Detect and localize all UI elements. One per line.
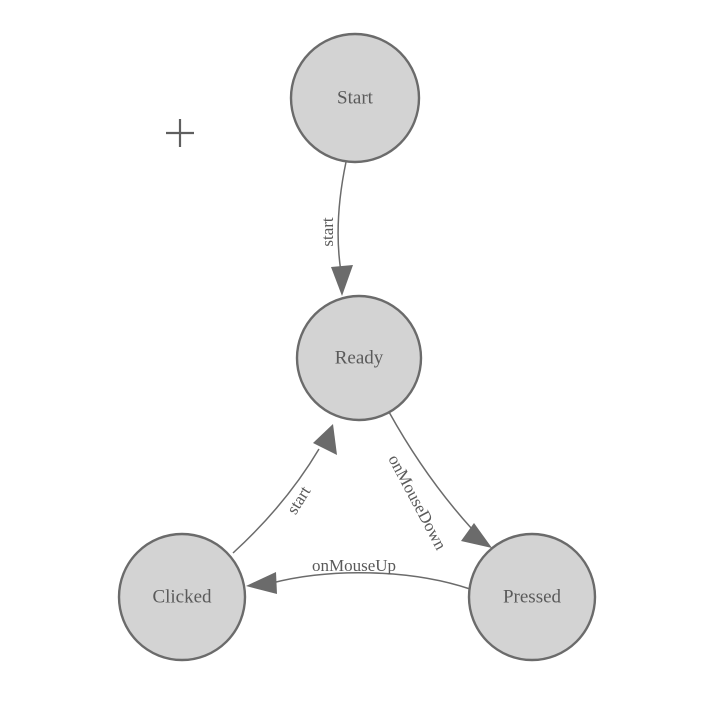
- edge-clicked-to-ready-arrowhead: [313, 424, 337, 455]
- node-pressed-circle[interactable]: [467, 532, 597, 662]
- node-clicked[interactable]: Clicked: [117, 532, 247, 662]
- edge-clicked-to-ready-path: [232, 448, 320, 554]
- edge-ready-to-pressed-arrowhead: [461, 523, 492, 548]
- edge-clicked-to-ready[interactable]: start: [232, 424, 337, 554]
- edge-start-to-ready-arrowhead: [331, 265, 353, 296]
- edge-pressed-to-clicked-arrowhead: [246, 572, 277, 594]
- node-pressed-label: Pressed: [503, 586, 562, 607]
- node-ready[interactable]: Ready: [295, 294, 423, 422]
- node-start-circle[interactable]: [289, 32, 421, 164]
- edge-pressed-to-clicked[interactable]: onMouseUp: [246, 556, 471, 594]
- node-start[interactable]: Start: [289, 32, 421, 164]
- edge-pressed-to-clicked-label: onMouseUp: [312, 556, 396, 575]
- node-pressed[interactable]: Pressed: [467, 532, 597, 662]
- edge-ready-to-pressed-label: onMouseDown: [384, 452, 450, 554]
- node-start-label: Start: [337, 87, 374, 108]
- edge-start-to-ready-label: start: [318, 217, 337, 247]
- edge-start-to-ready-path: [337, 161, 347, 273]
- edge-clicked-to-ready-label: start: [283, 482, 315, 517]
- node-clicked-label: Clicked: [152, 586, 212, 607]
- node-ready-label: Ready: [335, 347, 384, 368]
- plus-marker[interactable]: [166, 119, 194, 147]
- node-ready-circle[interactable]: [295, 294, 423, 422]
- edge-ready-to-pressed[interactable]: onMouseDown: [384, 411, 492, 554]
- node-clicked-circle[interactable]: [117, 532, 247, 662]
- edge-pressed-to-clicked-path: [271, 572, 471, 590]
- edge-ready-to-pressed-path: [388, 411, 473, 530]
- edge-start-to-ready[interactable]: start: [318, 161, 353, 296]
